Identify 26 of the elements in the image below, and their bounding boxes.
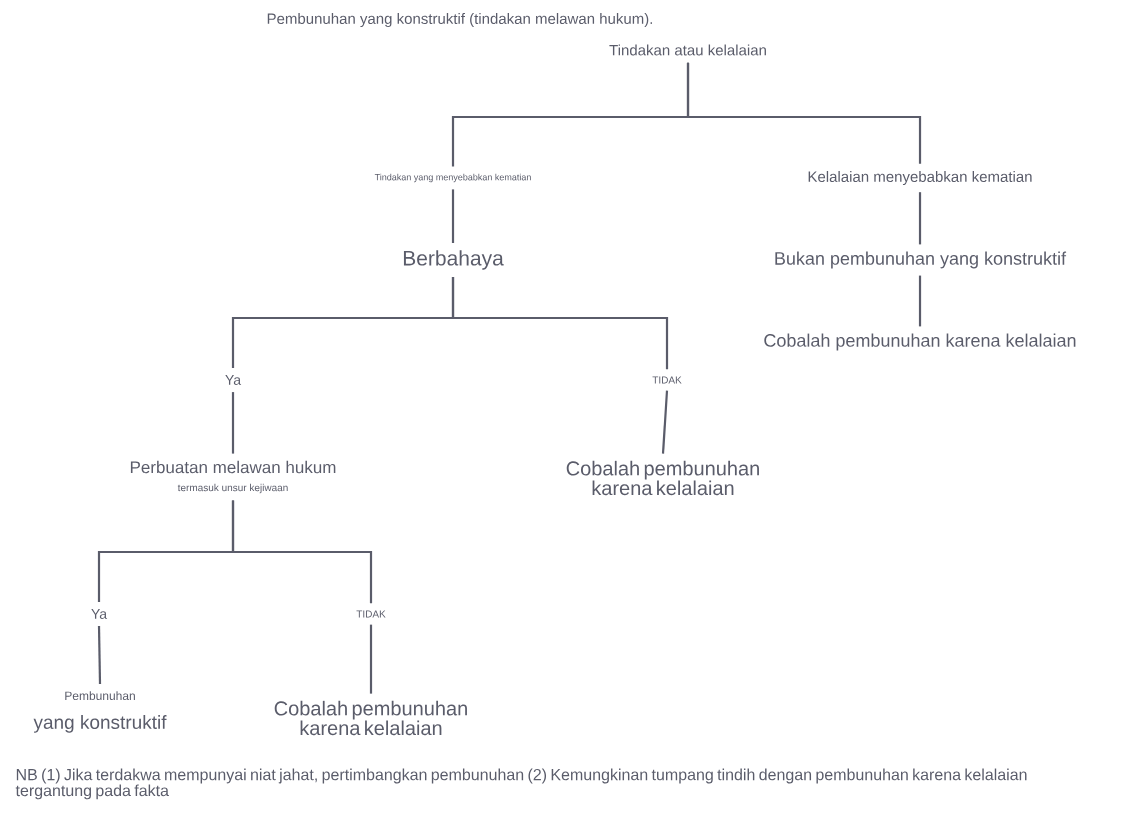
connector-line	[451, 277, 669, 370]
node-label: TIDAK	[652, 376, 682, 384]
node-label: Perbuatan melawan hukum termasuk unsur kejiwaan	[130, 460, 336, 494]
note: NB (1) Jika terdakwa mempunyai niat jahat, pertimbangkan pembunuhan (2) Kemungkinan tumpang tindih dengan pembunuhan karena kelalaian tergantung pada fakta	[15, 768, 1027, 800]
connector-line	[918, 275, 922, 327]
node-label: Cobalah pembunuhan karena kelalaian	[764, 333, 1076, 351]
connector-line	[231, 500, 373, 604]
node-label: Ya	[225, 375, 242, 385]
node-label: Ya	[91, 609, 108, 619]
node-label: Bukan pembunuhan yang konstruktif	[775, 251, 1067, 269]
connector-line	[686, 62, 922, 164]
node-label: Kelalaian menyebabkan kematian	[808, 171, 1032, 185]
node-label: Cobalah pembunuhan karena kelalaian	[566, 460, 759, 496]
node-label: Tindakan yang menyebabkan kematian	[374, 173, 531, 183]
connector-line	[369, 624, 373, 694]
node-label: Cobalah pembunuhan karena kelalaian	[274, 700, 467, 736]
node-label: Pembunuhan yang konstruktif	[33, 691, 167, 733]
connector-line	[451, 189, 455, 243]
node-label: Berbahaya	[403, 250, 504, 270]
connector-line	[661, 390, 669, 454]
node-label: Tindakan atau kelalaian	[609, 44, 766, 56]
connector-line	[918, 192, 922, 245]
node-label: TIDAK	[356, 610, 386, 618]
title: Pembunuhan yang konstruktif (tindakan melawan hukum).	[267, 13, 652, 27]
connector-line	[97, 626, 102, 685]
connector-line	[231, 392, 235, 454]
